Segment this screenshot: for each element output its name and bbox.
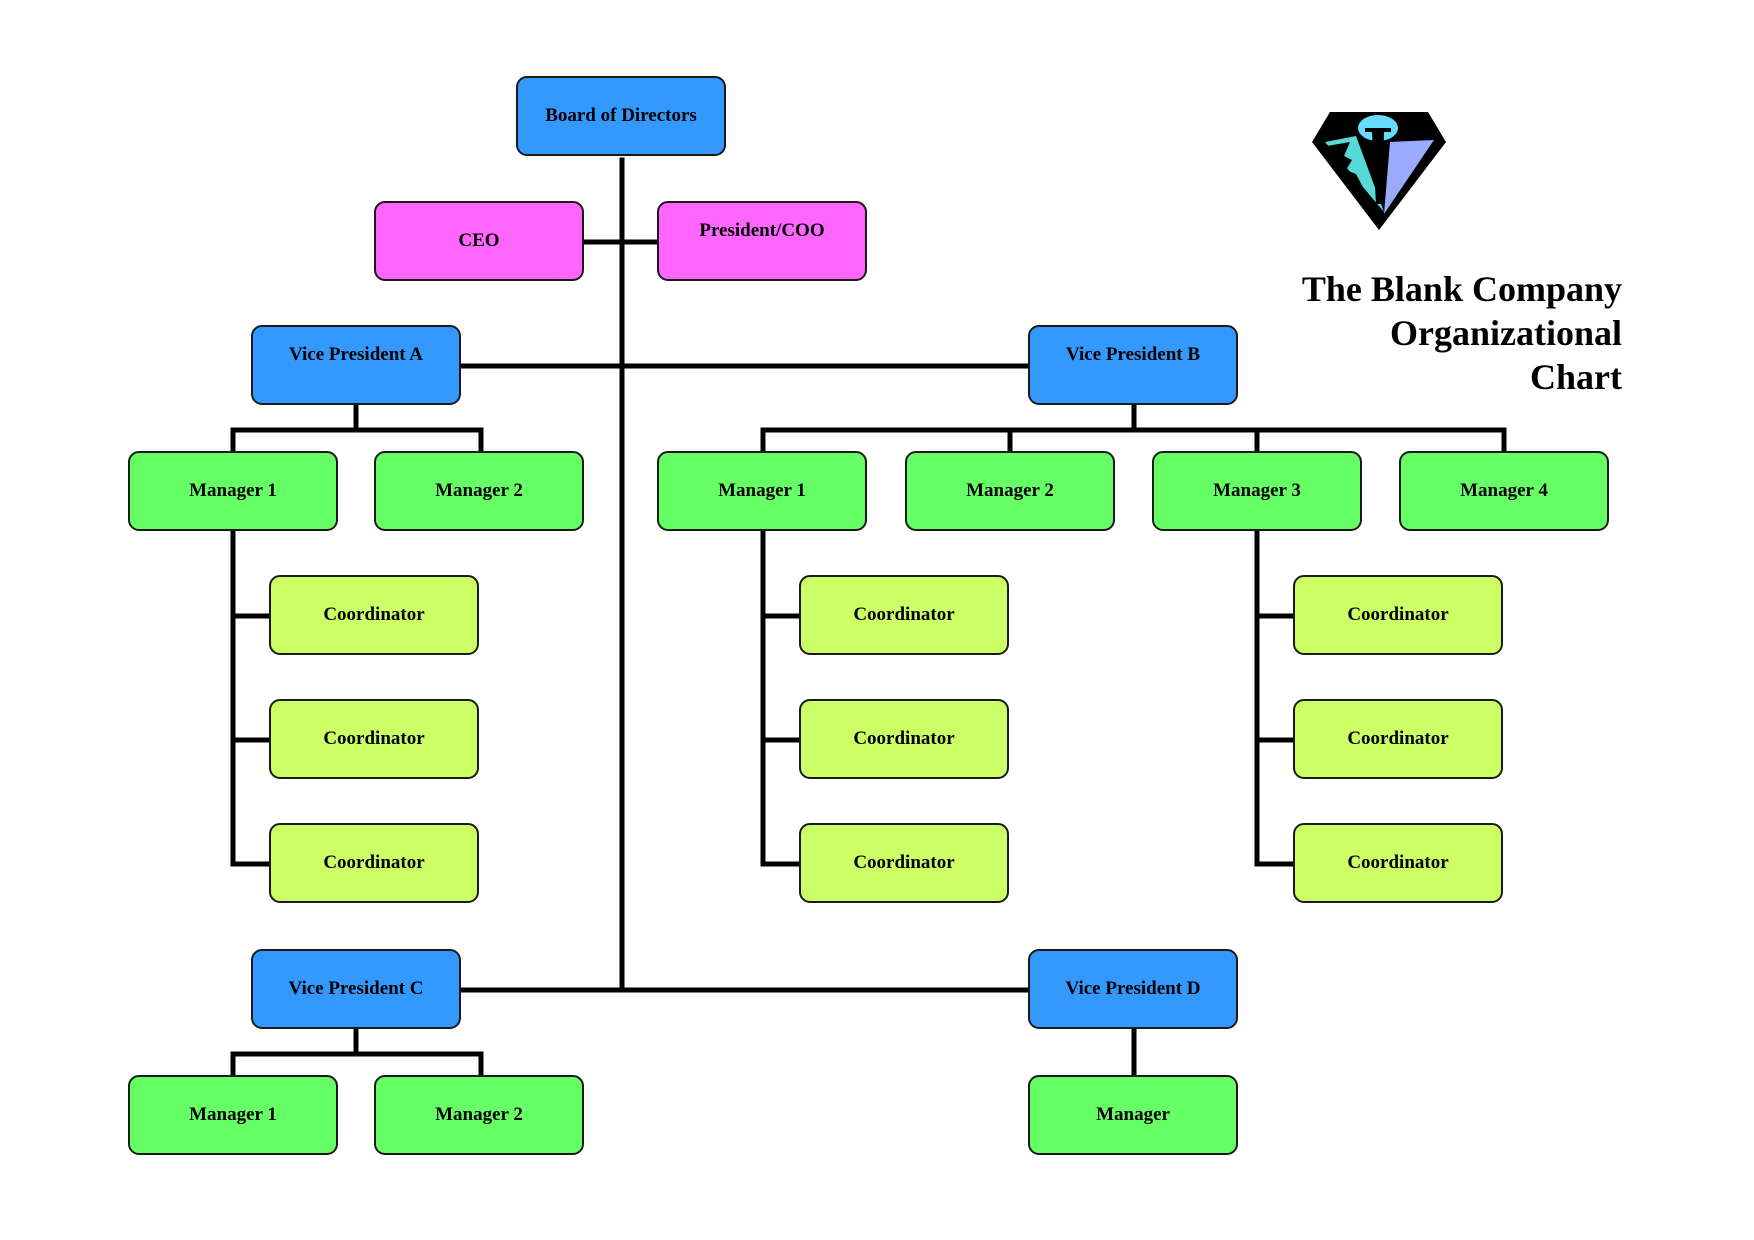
node-vp-c-manager-2: Manager 2	[374, 1075, 584, 1155]
vp-c-bar	[230, 1051, 484, 1079]
node-vp-b-m1-coordinator-2: Coordinator	[799, 699, 1009, 779]
node-vp-d-manager: Manager	[1028, 1075, 1238, 1155]
node-president-coo: President/COO	[657, 201, 867, 281]
node-board-of-directors: Board of Directors	[516, 76, 726, 156]
node-vp-b-manager-3: Manager 3	[1152, 451, 1362, 531]
node-vp-b-m3-coordinator-1: Coordinator	[1293, 575, 1503, 655]
node-vice-president-c: Vice President C	[251, 949, 461, 1029]
b-m1-coord-spine	[760, 529, 802, 867]
node-vp-a-manager-1: Manager 1	[128, 451, 338, 531]
node-vp-b-m1-coordinator-1: Coordinator	[799, 575, 1009, 655]
node-vice-president-a: Vice President A	[251, 325, 461, 405]
node-vp-a-coordinator-2: Coordinator	[269, 699, 479, 779]
title-line-1: The Blank Company	[1301, 269, 1622, 309]
vp-a-bar	[230, 427, 484, 455]
node-ceo: CEO	[374, 201, 584, 281]
node-vp-b-manager-4: Manager 4	[1399, 451, 1609, 531]
node-vp-b-manager-2: Manager 2	[905, 451, 1115, 531]
company-title: The Blank Company Organizational Chart	[1202, 267, 1622, 399]
b-m3-coord-spine	[1254, 529, 1296, 867]
diamond-logo-icon	[1312, 112, 1446, 230]
node-vp-b-m1-coordinator-3: Coordinator	[799, 823, 1009, 903]
vp-b-bar	[760, 427, 1507, 455]
node-vp-a-coordinator-3: Coordinator	[269, 823, 479, 903]
node-vp-b-m3-coordinator-2: Coordinator	[1293, 699, 1503, 779]
node-vice-president-b: Vice President B	[1028, 325, 1238, 405]
node-vp-b-m3-coordinator-3: Coordinator	[1293, 823, 1503, 903]
node-vp-a-manager-2: Manager 2	[374, 451, 584, 531]
title-line-3: Chart	[1530, 357, 1622, 397]
node-vice-president-d: Vice President D	[1028, 949, 1238, 1029]
a-m1-coord-spine	[230, 529, 272, 867]
node-vp-c-manager-1: Manager 1	[128, 1075, 338, 1155]
title-line-2: Organizational	[1390, 313, 1622, 353]
node-vp-a-coordinator-1: Coordinator	[269, 575, 479, 655]
node-vp-b-manager-1: Manager 1	[657, 451, 867, 531]
